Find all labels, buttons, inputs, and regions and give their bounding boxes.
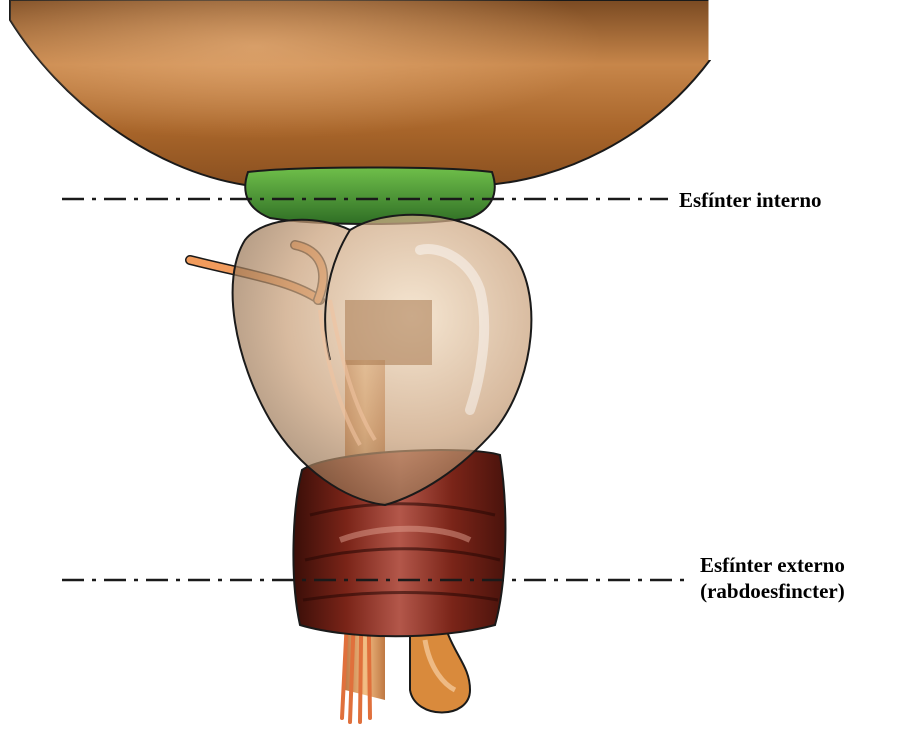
- label-external-sphincter: Esfínter externo (rabdoesfincter): [700, 552, 845, 604]
- internal-sphincter-shape: [245, 168, 495, 225]
- label-internal-sphincter: Esfínter interno: [679, 187, 822, 213]
- label-external-line2: (rabdoesfincter): [700, 578, 845, 604]
- label-external-line1: Esfínter externo: [700, 552, 845, 578]
- bladder: [10, 0, 710, 185]
